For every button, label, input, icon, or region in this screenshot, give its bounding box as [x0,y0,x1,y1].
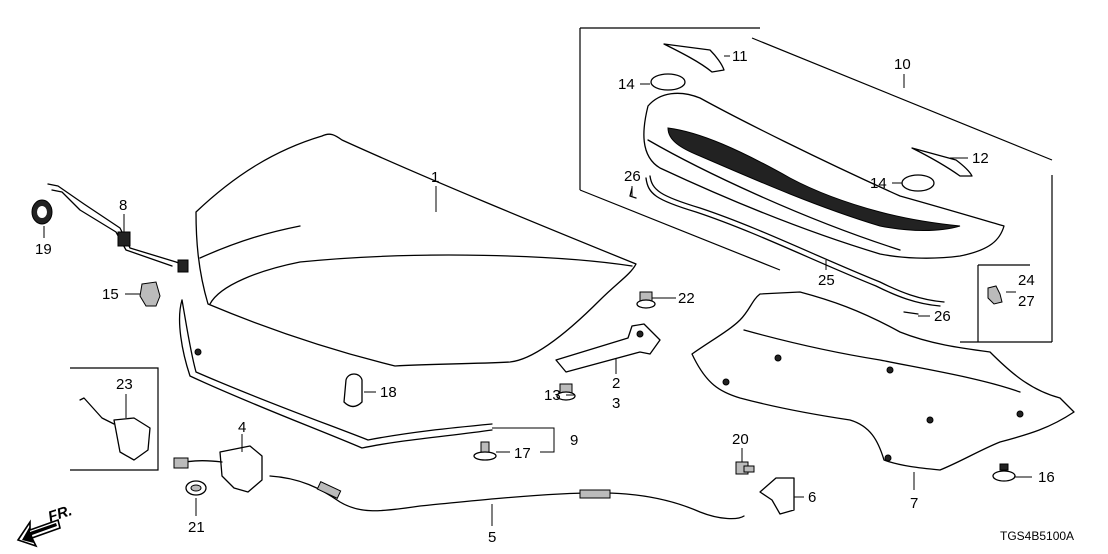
callout-11: 11 [732,48,748,65]
bolt-22 [636,291,656,309]
cowl-seal [645,175,945,307]
callout-21: 21 [188,519,205,536]
support-rod-holder [139,281,161,307]
callout-16: 16 [1038,469,1055,486]
callout-14-lower: 14 [870,175,887,192]
callout-1: 1 [431,169,439,186]
callout-12: 12 [972,150,989,167]
bolt-20 [735,461,755,475]
cowl-cover-right [911,147,973,177]
hood-striker [759,477,795,515]
callout-15: 15 [102,286,119,303]
hood-stop [343,373,363,408]
callout-10: 10 [894,56,911,73]
callout-24: 24 [1018,272,1035,289]
cowl-top [643,92,1005,259]
diagram-code: TGS4B5100A [1000,529,1074,543]
callout-5: 5 [488,529,496,546]
callout-2: 2 [612,375,620,392]
callout-18: 18 [380,384,397,401]
cowl-cover-left [663,43,725,73]
clip-26-lower [903,311,919,315]
grommet [31,199,53,225]
front-direction-label: FR. [46,502,74,526]
fastener-16 [992,463,1016,482]
leader-lines [43,55,1032,526]
hood-support-rod [47,183,189,273]
front-direction-arrow-icon [16,518,61,548]
callout-22: 22 [678,290,695,307]
latch-sub-frame [70,367,159,471]
callout-3: 3 [612,395,620,412]
callout-26-lower: 26 [934,308,951,325]
callout-20: 20 [732,431,749,448]
engine-under-cover [691,291,1075,471]
hood-seal [178,299,493,449]
hood-latch-alt [79,397,151,461]
hood-panel [195,133,637,367]
clip-24-27 [987,285,1003,305]
callout-19: 19 [35,241,52,258]
callout-13: 13 [544,387,561,404]
cowl-cap-left [650,73,686,91]
clip-17 [473,441,497,461]
clip-26-upper [629,187,637,199]
bolt-21 [185,480,207,496]
hood-hinge [555,323,661,373]
cowl-assembly-frame [579,27,1053,343]
callout-17: 17 [514,445,531,462]
hood-latch [173,445,263,493]
callout-9: 9 [570,432,578,449]
callout-4: 4 [238,419,246,436]
hood-release-cable [269,475,745,520]
clip-box [977,264,1030,342]
callout-23: 23 [116,376,133,393]
cowl-cap-right [901,174,935,192]
callout-7: 7 [910,495,918,512]
callout-27: 27 [1018,293,1035,310]
callout-25: 25 [818,272,835,289]
callout-26-upper: 26 [624,168,641,185]
callout-14-upper: 14 [618,76,635,93]
callout-6: 6 [808,489,816,506]
callout-8: 8 [119,197,127,214]
bolt-13 [556,383,576,401]
